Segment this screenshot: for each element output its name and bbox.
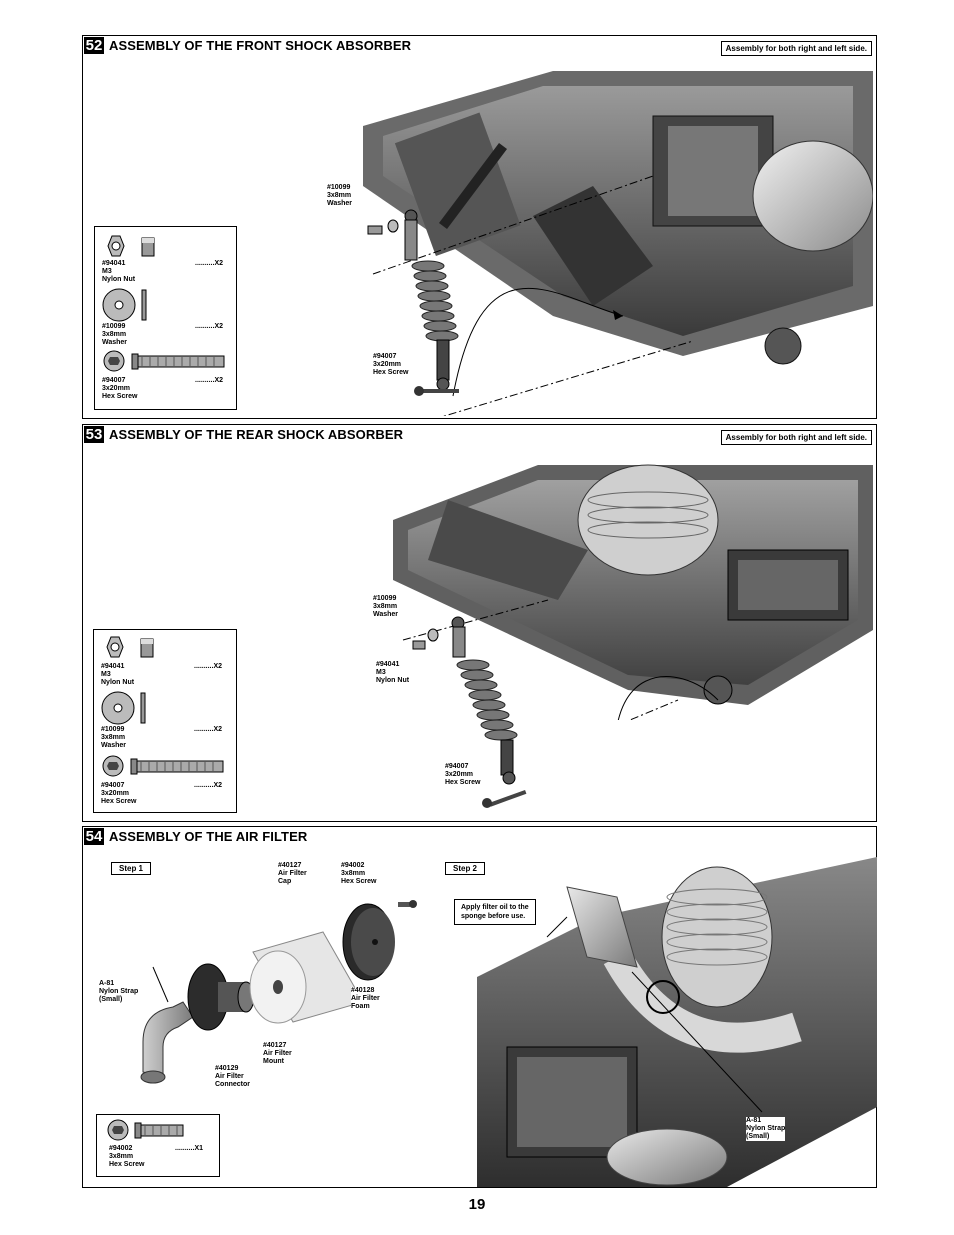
part-name: M3 Nylon Nut [101,671,135,686]
step-number: 53 [84,426,104,443]
part-name: 3x8mm Washer [101,734,127,749]
part-qty: ..........X2 [195,260,224,267]
part-code: #94002 [109,1145,133,1152]
part-code: #94041 [101,663,125,670]
part-code: #10099 [102,323,126,330]
nylon-nut-icon [107,235,155,257]
step-2-label: Step 2 [445,862,486,875]
filter-oil-tip: Apply filter oil to the sponge before us… [454,899,536,925]
front-shock-absorber [367,209,459,391]
step-52-section: 52 ASSEMBLY OF THE FRONT SHOCK ABSORBER … [82,35,877,419]
part-qty: ..........X2 [194,663,223,670]
step-53-section: 53 ASSEMBLY OF THE REAR SHOCK ABSORBER A… [82,424,877,822]
step-title: ASSEMBLY OF THE AIR FILTER [109,829,308,844]
part-code: #94041 [102,260,126,267]
part-qty: ..........X1 [175,1145,204,1152]
part-qty: ..........X2 [194,782,223,789]
callout-cap-screw: #94002 3x8mm Hex Screw [341,862,377,886]
callout-filter-foam: #40128 Air Filter Foam [351,987,380,1011]
rear-shock-absorber [451,616,518,785]
front-chassis-illustration [363,71,873,416]
washer-icon [101,691,146,725]
step-1-label: Step 1 [111,862,152,875]
step-54-section: 54 ASSEMBLY OF THE AIR FILTER Step 1 Ste… [82,826,877,1188]
rear-chassis-illustration [393,464,873,720]
part-name: 3x20mm Hex Screw [101,790,137,805]
parts-list-box: #94041 M3 Nylon Nut ..........X2 #10099 … [93,629,237,813]
step-number: 54 [84,828,104,845]
callout-hex-screw: #94007 3x20mm Hex Screw [445,763,481,787]
rear-hex-screw [482,789,527,808]
hex-screw-icon [102,755,224,777]
air-filter-exploded-illustration [140,900,417,1084]
part-name: 3x8mm Washer [102,331,128,346]
nylon-nut-icon [106,636,154,658]
callout-filter-connector: #40129 Air Filter Connector [215,1065,250,1089]
washer-icon [102,288,147,322]
callout-filter-mount: #40127 Air Filter Mount [263,1042,292,1066]
hex-screw-icon [107,1119,184,1141]
callout-nylon-nut: #94041 M3 Nylon Nut [376,661,410,685]
callout-nylon-strap: A-81 Nylon Strap (Small) [99,980,139,1004]
step-title: ASSEMBLY OF THE REAR SHOCK ABSORBER [109,427,404,442]
part-name: 3x20mm Hex Screw [102,385,138,400]
callout-filter-cap: #40127 Air Filter Cap [278,862,307,886]
callout-washer: #10099 3x8mm Washer [327,184,353,208]
part-code: #94007 [102,377,126,384]
parts-list-box: #94041 M3 Nylon Nut ..........X2 #10099 … [94,226,237,410]
part-name: 3x8mm Hex Screw [109,1153,145,1168]
part-name: M3 Nylon Nut [102,268,136,283]
part-qty: ..........X2 [195,377,224,384]
hex-screw-icon [103,350,225,372]
front-hex-screw [414,386,459,396]
step-title: ASSEMBLY OF THE FRONT SHOCK ABSORBER [109,38,412,53]
step-number: 52 [84,37,104,54]
part-code: #10099 [101,726,125,733]
callout-nylon-strap-installed: A-81 Nylon Strap (Small) [746,1117,786,1141]
part-qty: ..........X2 [194,726,223,733]
callout-washer: #10099 3x8mm Washer [373,595,399,619]
callout-hex-screw: #94007 3x20mm Hex Screw [373,353,409,377]
part-qty: ..........X2 [195,323,224,330]
parts-list-box: #94002 3x8mm Hex Screw ..........X1 [96,1114,220,1177]
rear-washer-nut [412,628,439,650]
part-code: #94007 [101,782,125,789]
both-sides-note: Assembly for both right and left side. [720,41,872,56]
both-sides-note: Assembly for both right and left side. [720,430,872,445]
air-filter-installed-illustration [477,857,877,1187]
page-number: 19 [468,1196,486,1213]
